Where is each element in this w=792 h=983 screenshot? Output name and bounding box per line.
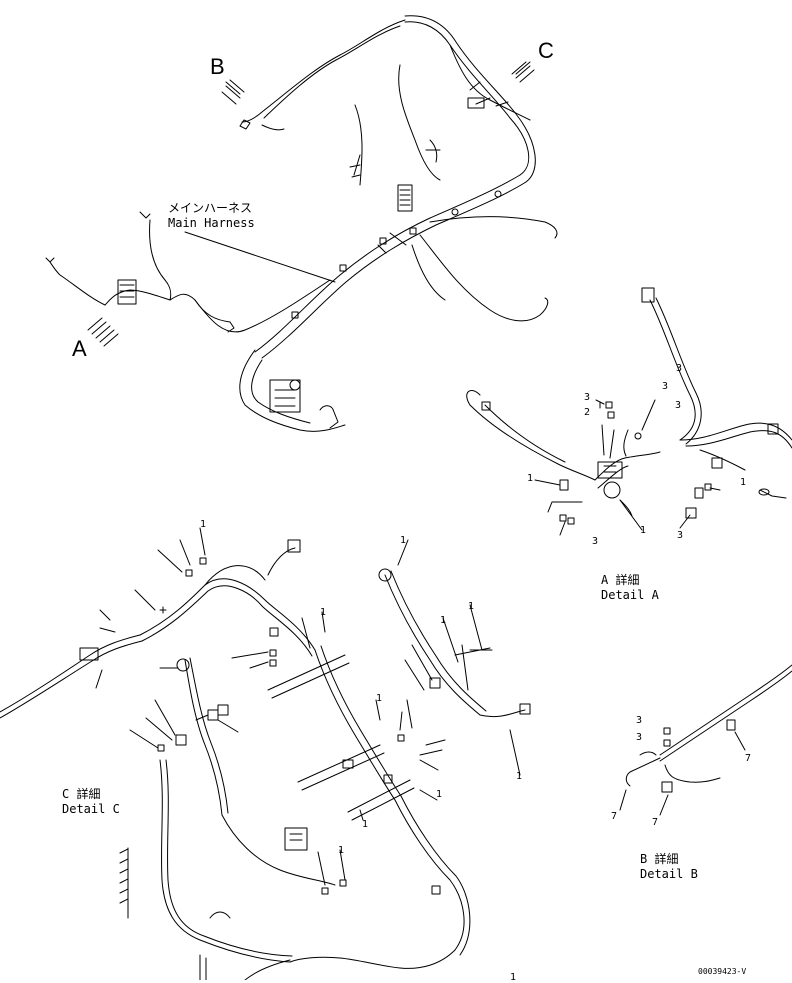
main-harness-label-en: Main Harness (168, 216, 255, 230)
detail-a-label-jp: A 詳細 (601, 573, 640, 587)
view-arrow-a (88, 318, 118, 346)
callout-number: 1 (400, 535, 407, 546)
detail-a-drawing (467, 288, 792, 535)
callout-number: 3 (592, 536, 599, 547)
view-label-c: C (538, 38, 554, 63)
callout-number: 3 (675, 400, 682, 411)
callout-number: 3 (584, 392, 591, 403)
drawing-number: 00039423-V (698, 967, 747, 976)
callout-number: 1 (200, 519, 207, 530)
callout-number: 1 (436, 789, 443, 800)
detail-b-label-en: Detail B (640, 867, 698, 881)
callout-number: 3 (636, 715, 643, 726)
callout-number: 3 (636, 732, 643, 743)
callout-number: 1 (376, 693, 383, 704)
view-arrow-b (222, 80, 244, 104)
main-harness-drawing (46, 16, 557, 432)
callout-number: 1 (338, 845, 345, 856)
callout-number: 7 (745, 753, 752, 764)
view-label-a: A (72, 336, 87, 361)
main-harness-label-jp: メインハーネス (168, 201, 253, 215)
callout-number: 1 (362, 819, 369, 830)
callout-number: 1 (527, 473, 534, 484)
callout-number: 1 (516, 771, 523, 782)
detail-c-label-en: Detail C (62, 802, 120, 816)
callout-number: 7 (611, 811, 618, 822)
view-arrow-c (512, 62, 534, 82)
callout-number: 3 (677, 530, 684, 541)
detail-a-label-en: Detail A (601, 588, 659, 602)
callout-number: 7 (652, 817, 659, 828)
detail-b-drawing (620, 665, 792, 815)
callout-number: 1 (640, 525, 647, 536)
callout-number: 1 (468, 601, 475, 612)
detail-b-label-jp: B 詳細 (640, 852, 679, 866)
callout-number: 1 (440, 615, 447, 626)
callout-number: 1 (740, 477, 747, 488)
detail-c-label-jp: C 詳細 (62, 787, 101, 801)
callout-number: 3 (676, 363, 683, 374)
callout-number: 2 (584, 407, 591, 418)
detail-c-drawing (0, 528, 530, 980)
callout-number: 3 (662, 381, 669, 392)
callout-number: 1 (320, 607, 327, 618)
view-label-b: B (210, 54, 225, 79)
callout-number: 1 (510, 972, 517, 983)
